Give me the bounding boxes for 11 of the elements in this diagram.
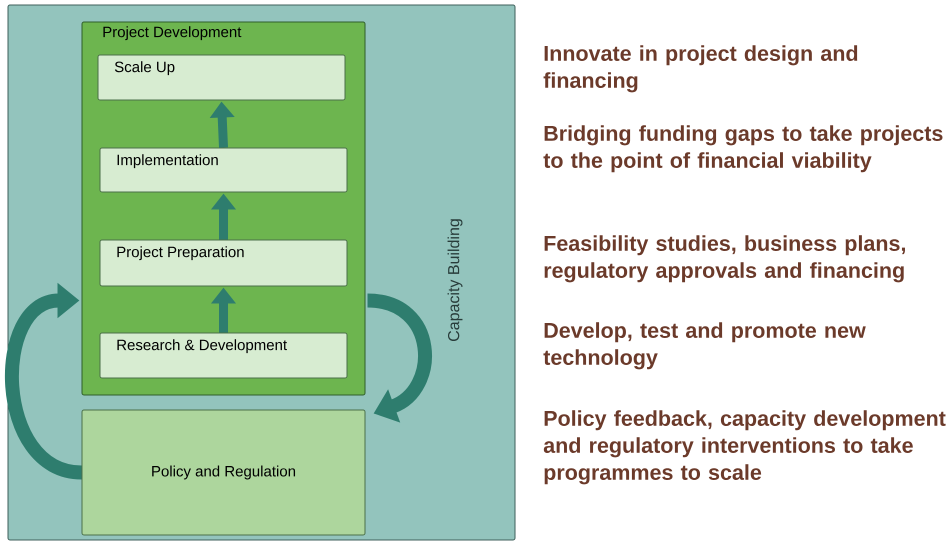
stage-box: Implementation bbox=[100, 148, 348, 192]
arrow bbox=[5, 282, 83, 480]
bullet-text: Bridging funding gaps to take projects to the point of financial viability bbox=[543, 125, 942, 172]
stage-box: Project Preparation bbox=[100, 240, 348, 286]
stage-box: Scale Up bbox=[98, 54, 346, 100]
bullet-text: Policy feedback, capacity development and regulatory interventions to take programmes to scale bbox=[544, 410, 946, 484]
stage-box: Research & Development bbox=[100, 332, 348, 378]
bullet-text: Innovate in project design and financing bbox=[544, 45, 858, 92]
bullet-text: Feasibility studies, business plans, regulatory approvals and financing bbox=[544, 235, 905, 282]
process-box: Policy and Regulation bbox=[82, 410, 366, 536]
bullet-text: Develop, test and promote new technology bbox=[543, 322, 866, 370]
